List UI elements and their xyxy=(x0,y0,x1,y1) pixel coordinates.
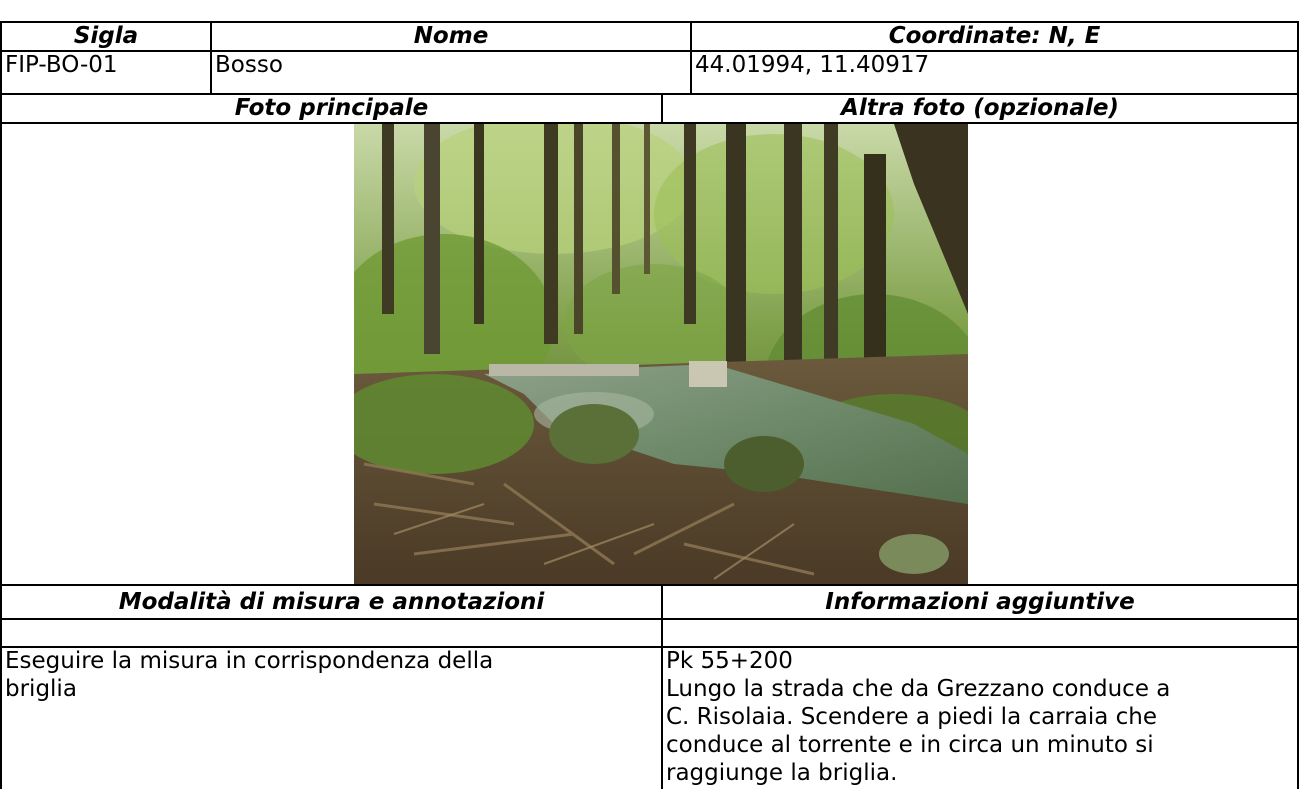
value-nome: Bosso xyxy=(215,52,283,78)
main-photo xyxy=(354,124,968,584)
col-divider-sigla xyxy=(210,21,212,94)
extra-info-line-3: C. Risolaia. Scendere a piedi la carraia… xyxy=(666,704,1157,730)
row-divider-2 xyxy=(0,93,1299,95)
col-divider-notes xyxy=(661,584,663,789)
row-divider-4 xyxy=(0,584,1299,586)
extra-info-line-5: raggiunge la briglia. xyxy=(666,760,898,786)
header-extra-info: Informazioni aggiuntive xyxy=(825,589,1135,615)
extra-info-line-1: Pk 55+200 xyxy=(666,648,793,674)
extra-info-line-2: Lungo la strada che da Grezzano conduce … xyxy=(666,676,1171,702)
measure-method-line-1: Eseguire la misura in corrispondenza del… xyxy=(5,648,494,674)
value-sigla: FIP-BO-01 xyxy=(5,52,118,78)
table-left-border xyxy=(0,21,2,789)
header-sigla: Sigla xyxy=(73,23,139,49)
table-right-border xyxy=(1297,21,1299,789)
extra-info-line-4: conduce al torrente e in circa un minuto… xyxy=(666,732,1154,758)
header-measure-method: Modalità di misura e annotazioni xyxy=(118,589,545,615)
row-divider-5 xyxy=(0,618,1299,620)
col-divider-nome xyxy=(690,21,692,94)
header-main-photo: Foto principale xyxy=(234,95,429,121)
row-divider-3 xyxy=(0,122,1299,124)
header-nome: Nome xyxy=(413,23,489,49)
col-divider-photo-hdr xyxy=(661,93,663,123)
measure-method-line-2: briglia xyxy=(5,676,77,702)
row-divider-6 xyxy=(0,646,1299,648)
value-coordinate: 44.01994, 11.40917 xyxy=(695,52,930,78)
header-coordinate: Coordinate: N, E xyxy=(888,23,1101,49)
row-divider-1 xyxy=(0,50,1299,52)
table-top-border xyxy=(0,21,1299,23)
header-other-photo: Altra foto (opzionale) xyxy=(841,95,1119,121)
